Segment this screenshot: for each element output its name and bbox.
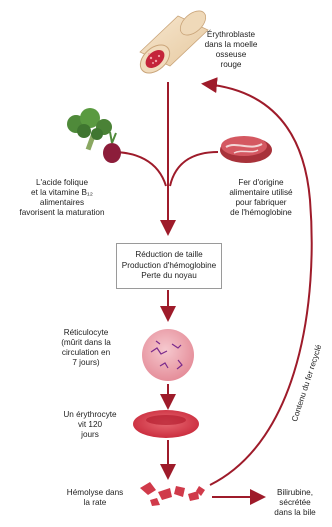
reticulocyte-icon [142, 329, 194, 381]
box-line-size: Réduction de taille [135, 250, 202, 261]
hemolysis-fragments-icon [140, 482, 205, 506]
hemolysis-label: Hémolyse dans la rate [58, 488, 132, 508]
broccoli-beet-icon [67, 108, 121, 163]
erythrocyte-icon [133, 410, 199, 438]
bilirubin-label: Bilirubine, sécrétée dans la bile [262, 488, 328, 518]
erythroblast-label: Érythroblaste dans la moelle osseuse rou… [196, 30, 266, 69]
box-line-hemoglobin: Production d'hémoglobine [122, 261, 216, 272]
steak-icon [220, 136, 272, 163]
reticulocyte-label: Réticulocyte (mûrit dans la circulation … [42, 328, 130, 367]
maturation-box: Réduction de taille Production d'hémoglo… [116, 243, 222, 289]
box-line-nucleus: Perte du noyau [141, 271, 197, 282]
iron-label: Fer d'origine alimentaire utilisé pour f… [218, 178, 304, 217]
nutrient-arrows [112, 152, 218, 186]
folic-acid-label: L'acide folique et la vitamine B₁₂ alime… [8, 178, 116, 217]
erythrocyte-label: Un érythrocyte vit 120 jours [52, 410, 128, 440]
